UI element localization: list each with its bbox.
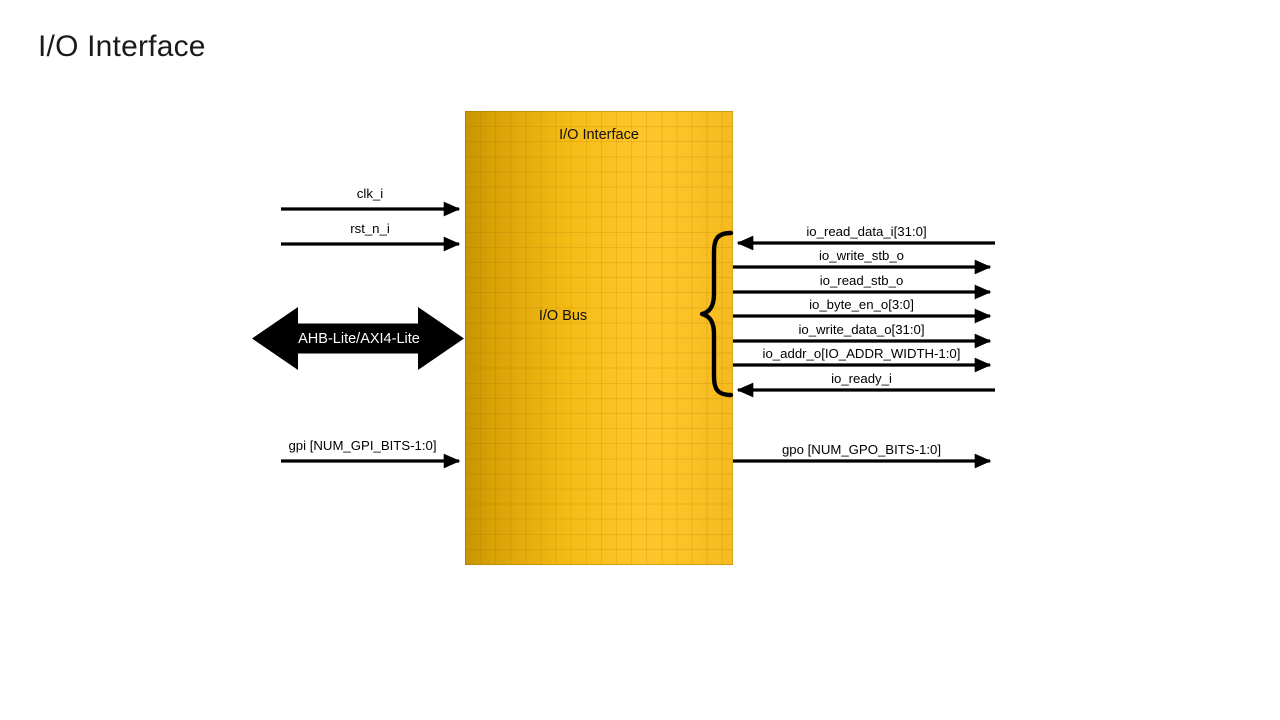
io-interface-block-label: I/O Interface [559, 127, 639, 143]
label-clk-i: clk_i [356, 186, 384, 201]
label-io-addr-o: io_addr_o[IO_ADDR_WIDTH-1:0] [762, 346, 961, 361]
label-io-byte-en-o: io_byte_en_o[3:0] [809, 297, 914, 312]
label-io-read-data-i: io_read_data_i[31:0] [806, 224, 927, 239]
label-gpo: gpo [NUM_GPO_BITS-1:0] [781, 442, 942, 457]
bus-arrow-label: AHB-Lite/AXI4-Lite [298, 331, 420, 347]
label-rst-n-i: rst_n_i [350, 221, 390, 236]
io-bus-group-label: I/O Bus [538, 308, 588, 324]
page-title: I/O Interface [38, 30, 206, 63]
label-gpi: gpi [NUM_GPI_BITS-1:0] [288, 438, 437, 453]
io-interface-block: I/O Interface [465, 111, 733, 565]
label-io-write-stb-o: io_write_stb_o [818, 248, 905, 263]
label-io-write-data-o: io_write_data_o[31:0] [798, 322, 925, 337]
label-io-read-stb-o: io_read_stb_o [819, 273, 904, 288]
label-io-ready-i: io_ready_i [831, 371, 892, 386]
